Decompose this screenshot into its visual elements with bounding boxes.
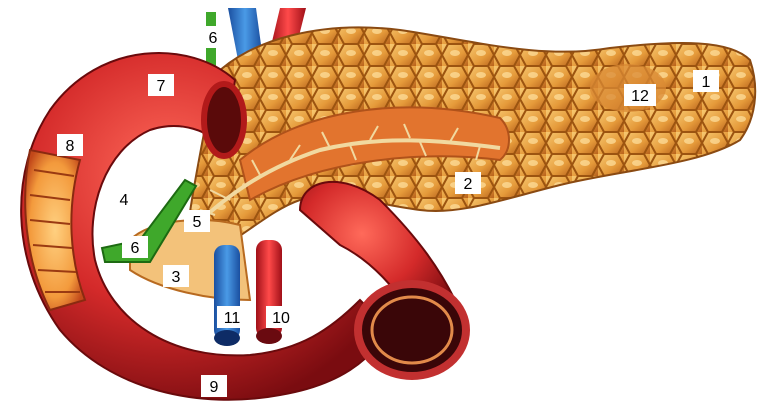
label-5: 5 <box>193 214 202 231</box>
label-11: 11 <box>224 310 241 327</box>
label-6-top: 6 <box>209 30 218 47</box>
label-4: 4 <box>120 192 129 209</box>
label-12: 12 <box>631 88 649 105</box>
label-7: 7 <box>157 78 166 95</box>
label-8: 8 <box>66 138 75 155</box>
label-3: 3 <box>172 269 181 286</box>
vein-opening <box>214 330 240 346</box>
artery-opening <box>256 328 282 344</box>
duodenal-bulb-opening <box>204 84 244 156</box>
label-1: 1 <box>702 74 711 91</box>
label-6-bottom: 6 <box>131 240 140 257</box>
label-9: 9 <box>210 379 219 396</box>
label-10: 10 <box>272 310 290 327</box>
label-2: 2 <box>464 176 473 193</box>
